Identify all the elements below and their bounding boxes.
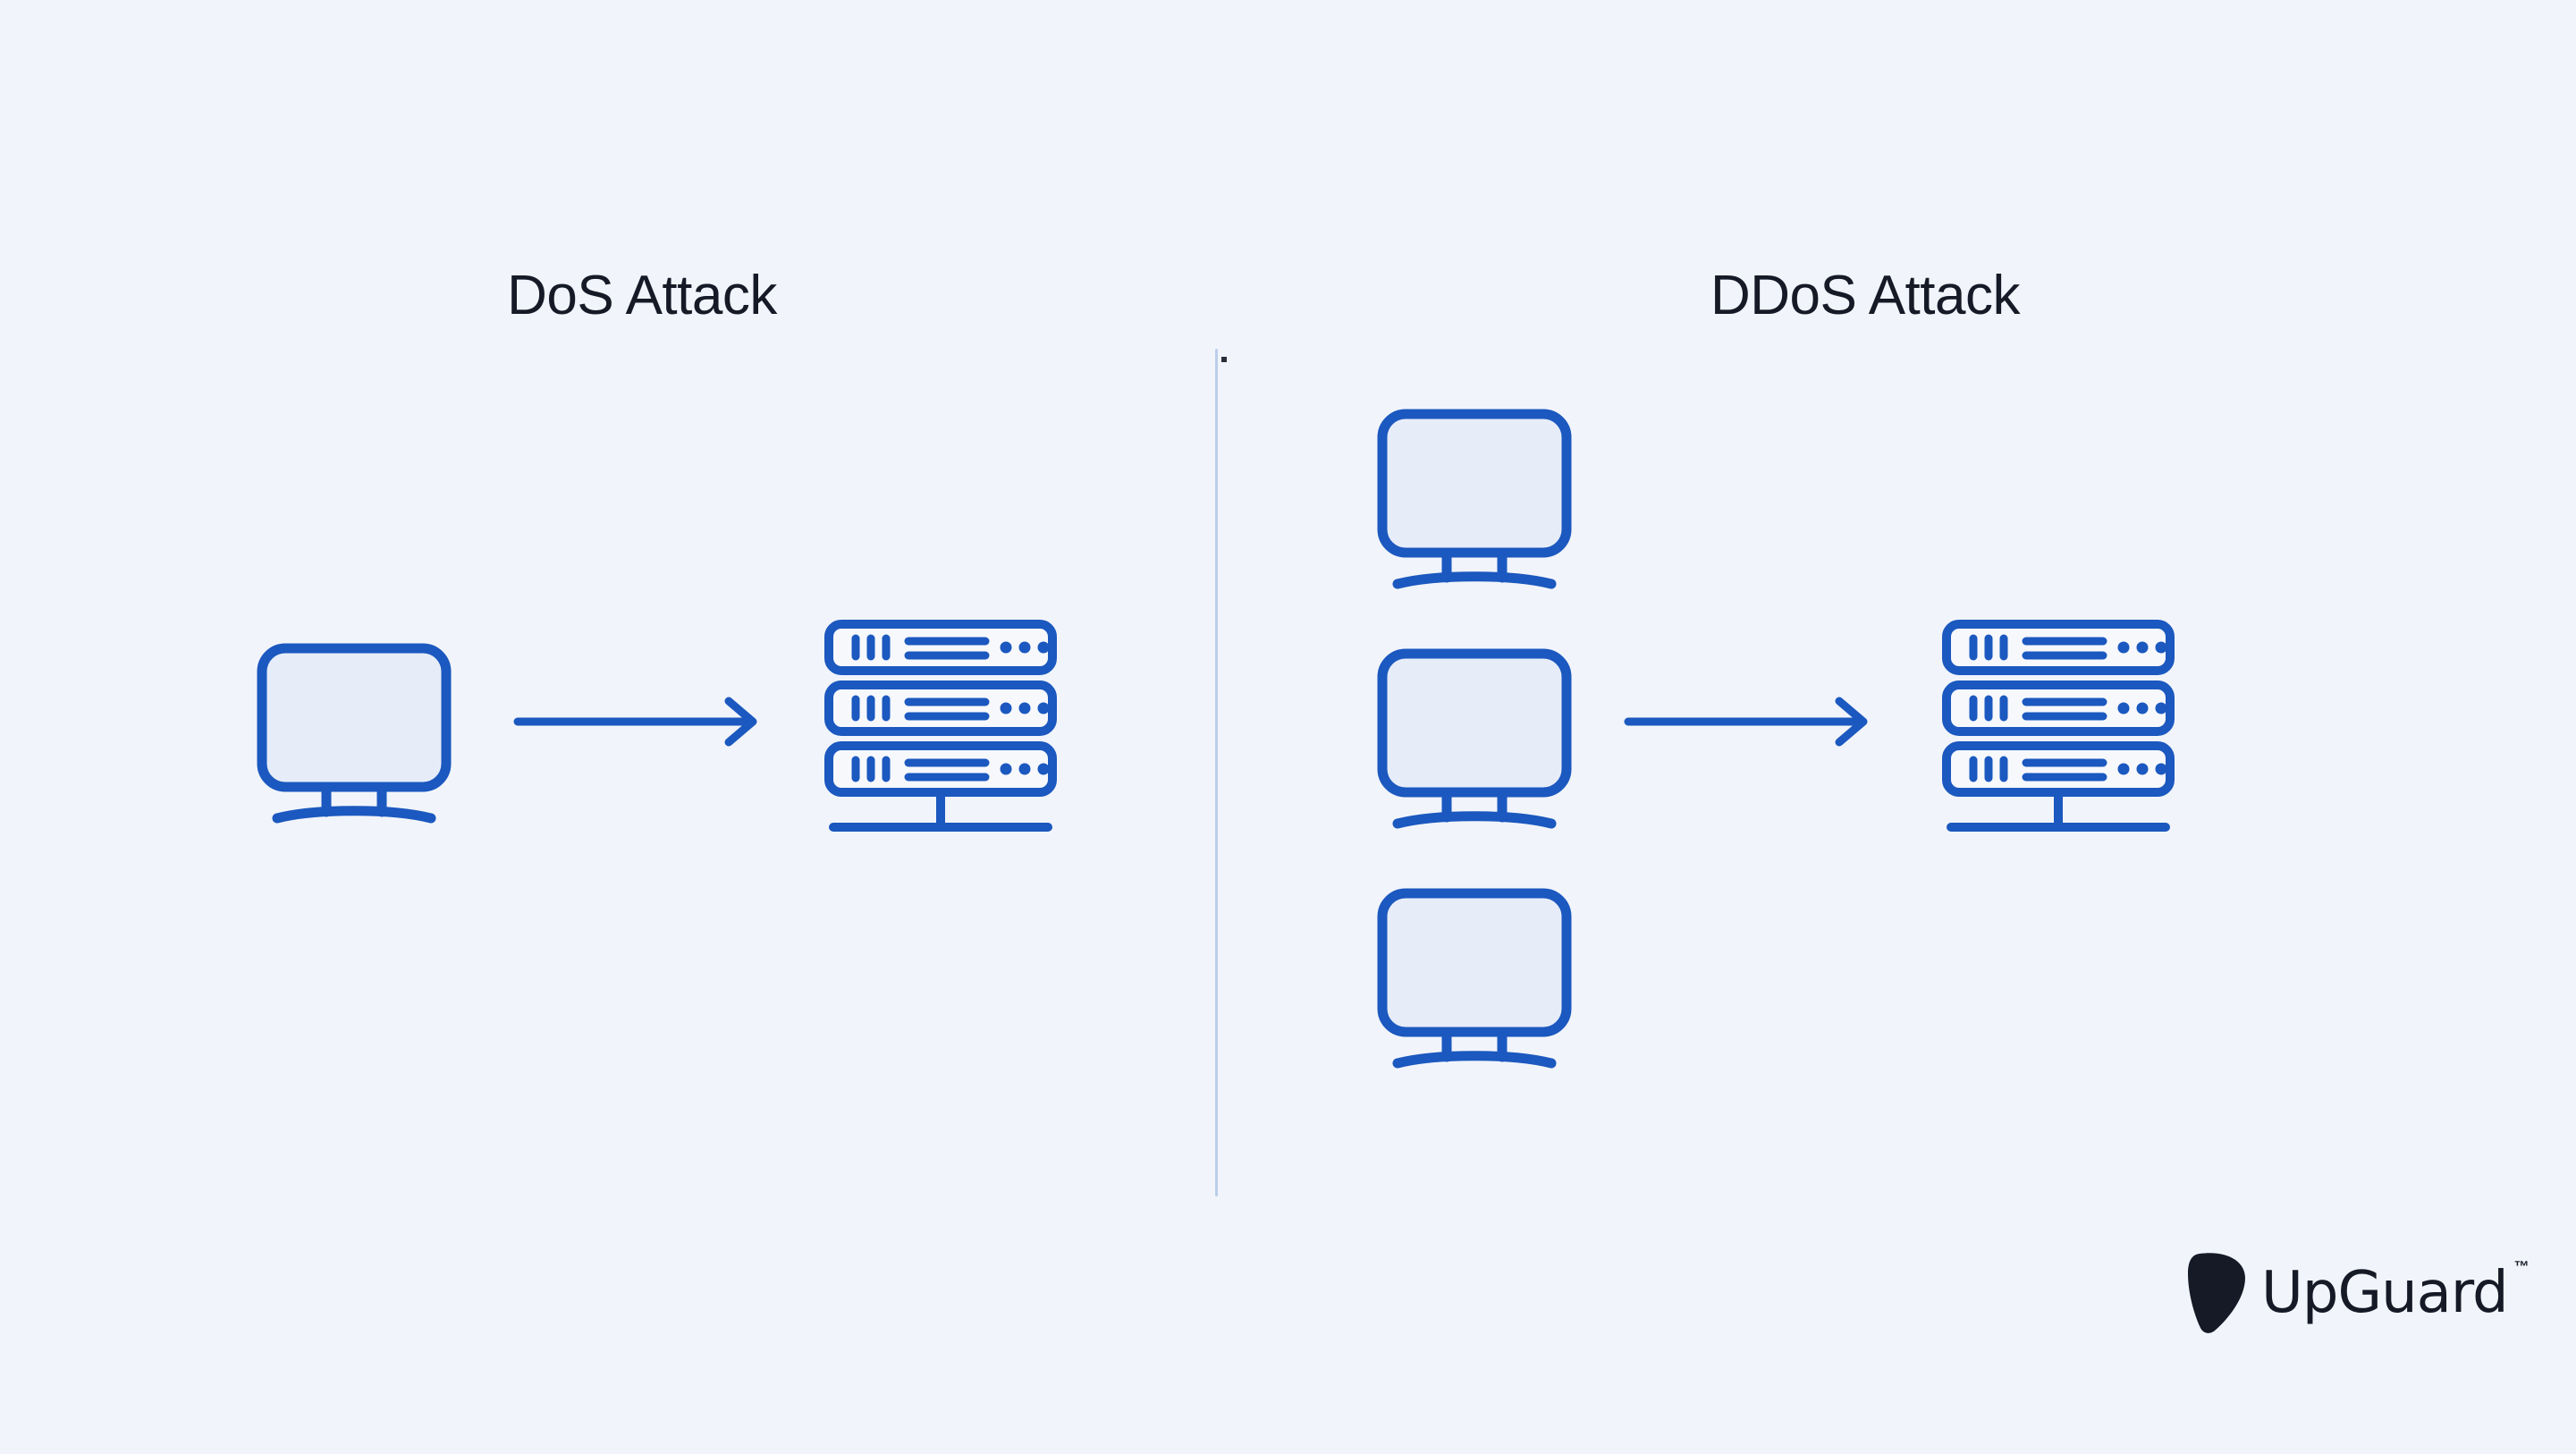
upguard-logo: UpGuard ™ (2188, 1252, 2530, 1334)
arrow-right-icon (1622, 696, 1874, 749)
panel-title-ddos: DDoS Attack (1710, 265, 2020, 326)
monitor-icon (1371, 883, 1578, 1073)
monitor-icon (1371, 404, 1578, 594)
monitor-icon (1371, 644, 1578, 833)
monitor-icon (250, 638, 458, 828)
server-rack-icon (815, 617, 1066, 850)
upguard-wordmark-text: UpGuard (2261, 1260, 2509, 1326)
panel-title-dos: DoS Attack (507, 265, 777, 326)
upguard-shield-icon (2188, 1253, 2245, 1333)
trademark-symbol: ™ (2513, 1258, 2530, 1275)
vertical-divider (1215, 349, 1218, 1196)
upguard-wordmark: UpGuard ™ (2261, 1259, 2530, 1322)
divider-speck-artifact (1221, 357, 1227, 362)
server-rack-icon (1933, 617, 2183, 850)
arrow-right-icon (511, 696, 764, 749)
